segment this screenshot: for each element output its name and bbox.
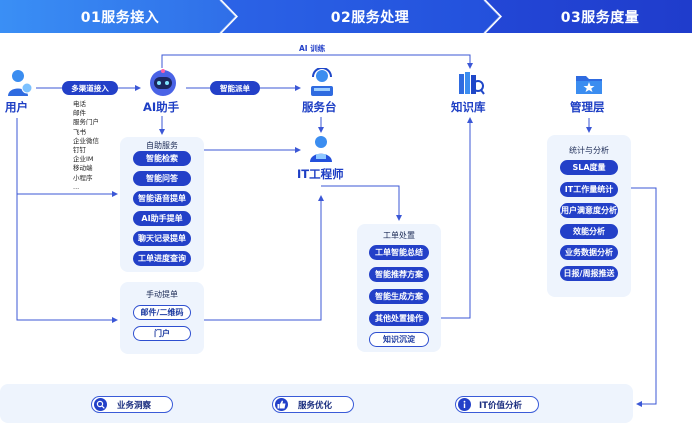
smart-qa-item: 智能问答 [133, 171, 191, 186]
satisfaction-item: 用户满意度分析 [560, 203, 618, 218]
recommend-solution-item: 智能推荐方案 [369, 267, 429, 282]
business-insight-label: 业务洞察 [117, 400, 152, 411]
channel-item: 电话 [73, 100, 86, 108]
ticket-progress-item: 工单进度查询 [133, 251, 191, 266]
it-value-pill: IT价值分析 [455, 396, 539, 413]
portal-item: 门户 [133, 326, 191, 341]
user-label: 用户 [5, 100, 28, 114]
service-optimize-label: 服务优化 [298, 400, 333, 411]
manual-ticket-title: 手动提单 [146, 290, 178, 299]
ai-assistant-label: AI助手 [143, 100, 180, 114]
efficiency-item: 效能分析 [560, 224, 618, 239]
user-icon [8, 70, 33, 96]
channel-item: 飞书 [73, 127, 86, 136]
phase-2-shape [222, 0, 500, 33]
channel-item: 企业微信 [73, 136, 99, 145]
it-workload-item: IT工作量统计 [560, 182, 618, 197]
phase-1-shape [0, 0, 236, 33]
thumbs-up-icon [275, 398, 288, 411]
voice-ticket-item: 智能语音提单 [133, 191, 191, 206]
report-push-item: 日报/周报推送 [560, 266, 618, 281]
service-optimize-pill: 服务优化 [272, 396, 354, 413]
channel-item: 小程序 [73, 173, 93, 182]
knowledge-base-label: 知识库 [451, 100, 486, 114]
channel-item: 服务门户 [73, 118, 99, 127]
engineer-icon [310, 136, 332, 162]
business-data-item: 业务数据分析 [560, 245, 618, 260]
channel-item: 企业IM [73, 155, 94, 164]
it-value-label: IT价值分析 [479, 400, 522, 411]
channel-item: 钉钉 [73, 146, 86, 155]
phase-header [0, 0, 692, 33]
robot-icon [150, 69, 176, 96]
other-actions-item: 其他处置操作 [369, 311, 429, 326]
it-engineer-label: IT工程师 [297, 167, 344, 181]
business-insight-pill: 业务洞察 [91, 396, 173, 413]
phase-2-label: 02服务处理 [330, 9, 410, 26]
channel-item: 邮件 [73, 109, 86, 118]
ai-training-label: AI 训练 [296, 43, 329, 54]
smart-dispatch-label: 智能派单 [210, 81, 260, 95]
phase-3-label: 03服务度量 [560, 9, 640, 26]
ticket-summary-item: 工单智能总结 [369, 245, 429, 260]
service-desk-label: 服务台 [302, 100, 337, 114]
self-service-title: 自助服务 [146, 141, 178, 150]
sla-item: SLA度量 [560, 160, 618, 175]
channel-item: 移动端 [73, 164, 93, 173]
channel-item: ... [73, 182, 80, 191]
knowledge-deposit-item: 知识沉淀 [369, 332, 429, 347]
ticket-handling-title: 工单处置 [383, 231, 415, 240]
chat-ticket-item: 聊天记录提单 [133, 231, 191, 246]
stats-title: 统计与分析 [569, 146, 609, 155]
multi-channel-label: 多渠道接入 [62, 81, 118, 95]
headset-agent-icon [311, 68, 333, 96]
search-icon [94, 398, 107, 411]
smart-search-item: 智能检索 [133, 151, 191, 166]
ai-ticket-item: AI助手提单 [133, 211, 191, 226]
book-stack-icon [459, 72, 485, 95]
folder-star-icon [576, 76, 602, 94]
channel-list: 电话 邮件 服务门户 飞书 企业微信 钉钉 企业IM 移动端 小程序 ... [73, 100, 99, 192]
info-icon [458, 398, 471, 411]
management-label: 管理层 [570, 100, 605, 114]
email-qrcode-item: 邮件/二维码 [133, 305, 191, 320]
phase-3-shape [486, 0, 692, 33]
generate-solution-item: 智能生成方案 [369, 289, 429, 304]
phase-1-label: 01服务接入 [80, 9, 160, 26]
